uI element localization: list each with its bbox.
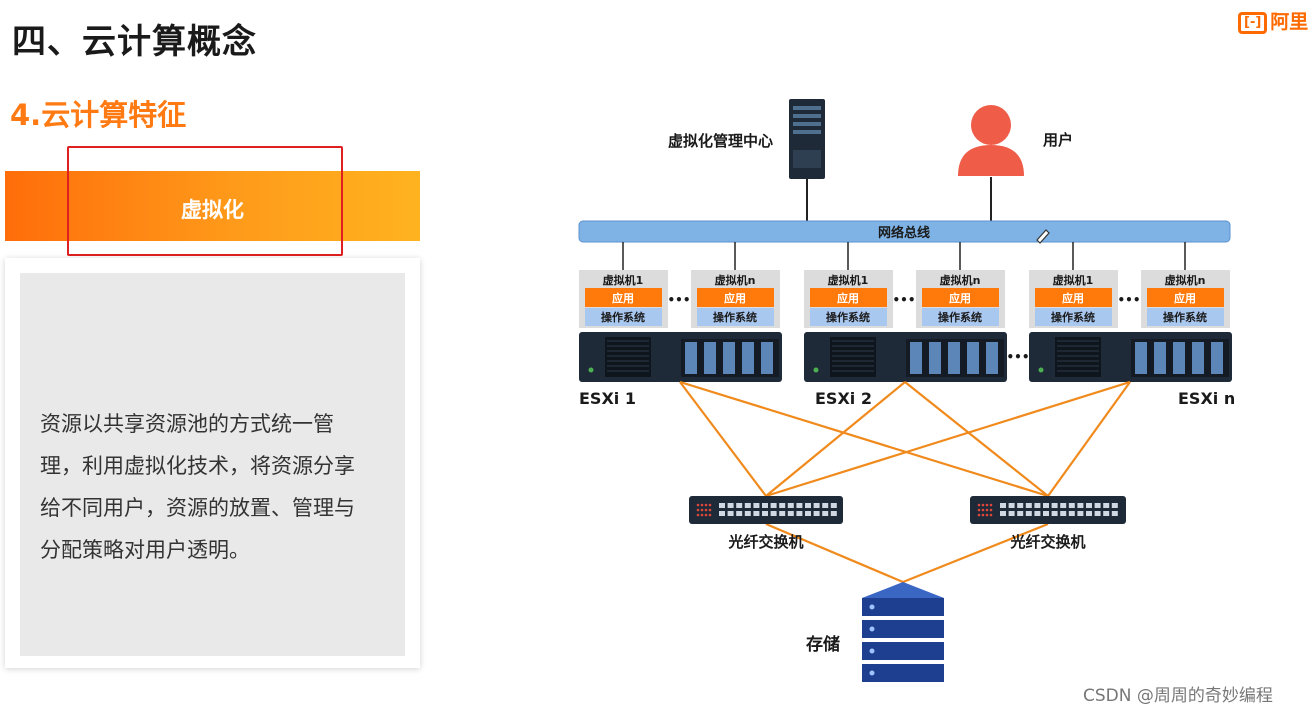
vm-ellipsis: ••• [1117,293,1140,307]
logo-text: 阿里 [1270,11,1309,33]
network-bus-label: 网络总线 [878,225,930,241]
management-center-label: 虚拟化管理中心 [668,132,773,150]
fiber-link [904,381,1049,497]
fiber-link [679,380,1049,498]
esxi-server-icon [579,332,782,382]
feature-card: 资源以共享资源池的方式统一管理，利用虚拟化技术，将资源分享给不同用户，资源的放置… [5,258,420,668]
fiber-link [679,381,767,497]
vm-os-label: 操作系统 [1051,310,1095,324]
host-label: ESXi 1 [579,389,636,408]
vm-app-block [810,288,887,307]
fiber-link [765,522,904,584]
vm-name-label: 虚拟机1 [1053,273,1094,287]
vm-app-block [922,288,999,307]
vm-os-label: 操作系统 [1163,310,1207,324]
user-icon [958,105,1024,176]
highlight-box [67,146,343,256]
switch-left [689,496,843,524]
vm-ellipsis: ••• [892,293,915,307]
switch-left-label: 光纤交换机 [727,533,803,551]
management-server-icon [789,99,825,179]
vm-app-label: 应用 [949,291,971,305]
switch-right-label: 光纤交换机 [1009,533,1085,551]
esxi-server-icon [804,332,1007,382]
feature-banner: 虚拟化 [5,171,420,241]
logo-mark-icon: [-] [1238,12,1268,34]
user-label: 用户 [1043,131,1073,149]
host-layer: ••• [579,332,1232,382]
vm-app-block [1035,288,1112,307]
pencil-icon [1036,229,1050,244]
vm-os-block [1147,308,1224,326]
vm-name-label: 虚拟机n [715,273,756,287]
vm-os-block [810,308,887,326]
watermark: CSDN @周周的奇妙编程 [1083,686,1273,706]
storage-icon [862,582,944,682]
vm-name-label: 虚拟机1 [828,273,869,287]
vm-os-block [922,308,999,326]
vm-app-label: 应用 [837,291,859,305]
vm-app-block [585,288,662,307]
link-layer [679,380,1131,584]
fiber-link [1047,381,1131,497]
vm-name-label: 虚拟机n [940,273,981,287]
feature-description: 资源以共享资源池的方式统一管理，利用虚拟化技术，将资源分享给不同用户，资源的放置… [40,412,355,562]
vm-app-label: 应用 [724,291,746,305]
vm-app-block [697,288,774,307]
network-bus [578,220,1231,243]
vm-name-label: 虚拟机n [1165,273,1206,287]
storage-label: 存储 [806,634,840,655]
vm-os-label: 操作系统 [713,310,757,324]
fiber-link [765,380,1131,498]
vm-app-block [1147,288,1224,307]
host-ellipsis: ••• [1006,350,1029,364]
vm-name-label: 虚拟机1 [603,273,644,287]
vm-os-label: 操作系统 [826,310,870,324]
vm-os-label: 操作系统 [938,310,982,324]
host-label: ESXi 2 [815,389,872,408]
esxi-server-icon [1029,332,1232,382]
fiber-link [765,381,906,497]
vm-app-label: 应用 [1174,291,1196,305]
vm-os-block [697,308,774,326]
page-title: 四、云计算概念 [12,22,257,62]
fiber-link [902,522,1049,584]
feature-banner-label: 虚拟化 [181,198,244,222]
feature-card-body: 资源以共享资源池的方式统一管理，利用虚拟化技术，将资源分享给不同用户，资源的放置… [20,273,405,656]
vm-app-label: 应用 [612,291,634,305]
vm-os-block [1035,308,1112,326]
vm-os-label: 操作系统 [601,310,645,324]
host-label: ESXi n [1178,389,1235,408]
vm-os-block [585,308,662,326]
switch-right [970,496,1126,524]
vm-ellipsis: ••• [667,293,690,307]
brand-logo: [-]阿里 [1238,7,1308,34]
section-subtitle: 4.云计算特征 [10,98,187,132]
vm-app-label: 应用 [1062,291,1084,305]
